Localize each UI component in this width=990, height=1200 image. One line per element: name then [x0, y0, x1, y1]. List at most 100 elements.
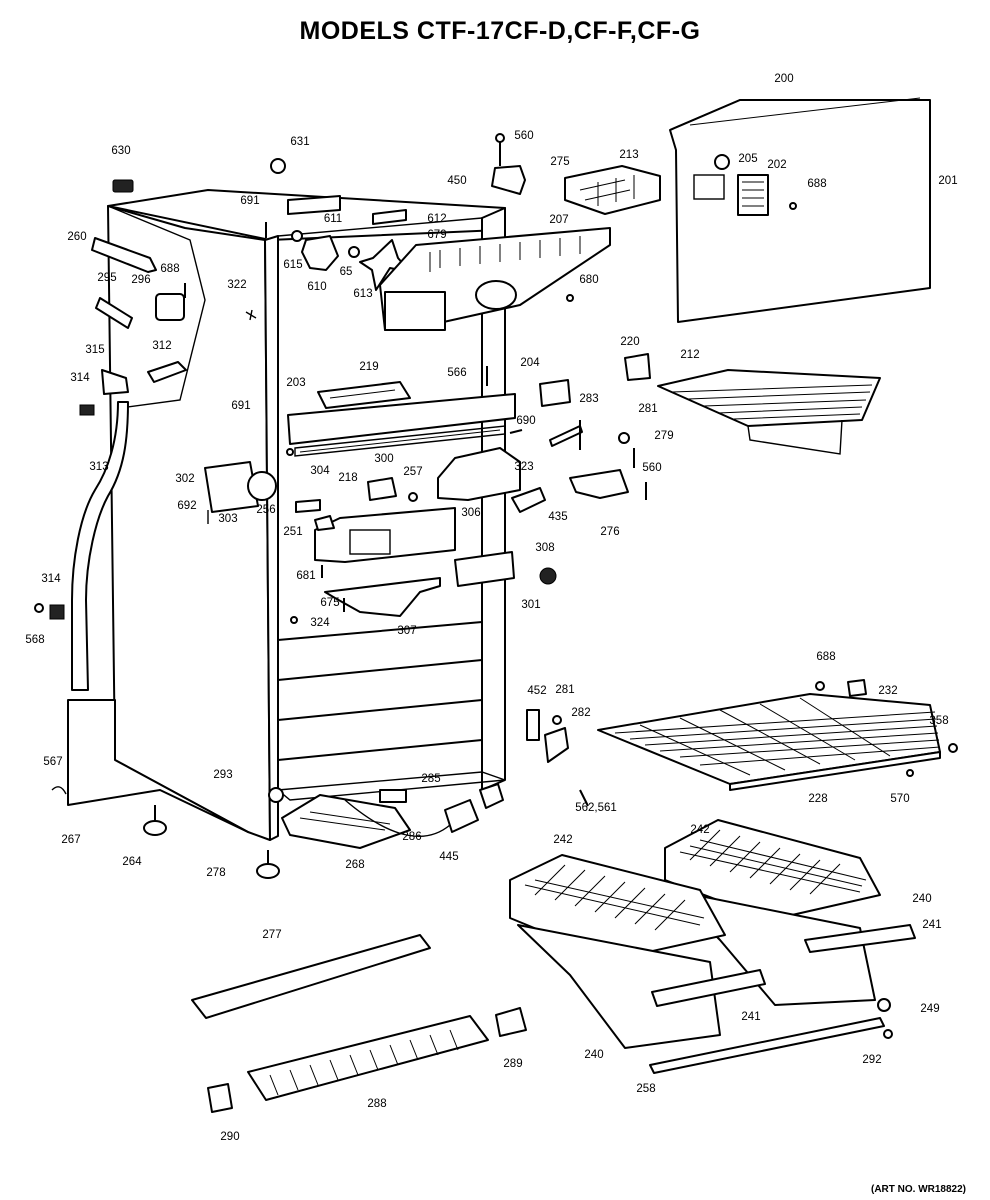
part-callout-282: 282 — [571, 707, 590, 719]
part-callout-300: 300 — [374, 453, 393, 465]
part-callout-240: 240 — [584, 1049, 603, 1061]
part-callout-681: 681 — [296, 570, 315, 582]
part-callout-278: 278 — [206, 867, 225, 879]
part-callout-631: 631 — [290, 136, 309, 148]
part-callout-249: 249 — [920, 1003, 939, 1015]
part-callout-275: 275 — [550, 156, 569, 168]
part-callout-304: 304 — [310, 465, 330, 477]
part-callout-314: 314 — [41, 573, 61, 585]
part-callout-219: 219 — [359, 361, 378, 373]
part-callout-207: 207 — [549, 214, 568, 226]
part-callout-562-561: 562,561 — [575, 802, 617, 814]
part-callout-435: 435 — [548, 511, 567, 523]
part-callout-358: 358 — [929, 715, 948, 727]
part-callout-615: 615 — [283, 259, 302, 271]
part-callout-241: 241 — [922, 919, 941, 931]
part-callout-679: 679 — [427, 229, 446, 241]
part-callout-232: 232 — [878, 685, 897, 697]
part-callout-260: 260 — [67, 231, 86, 243]
part-callout-267: 267 — [61, 834, 80, 846]
part-callout-220: 220 — [620, 336, 639, 348]
part-callout-242: 242 — [690, 824, 709, 836]
part-callout-200: 200 — [774, 73, 793, 85]
part-callout-281: 281 — [555, 684, 574, 696]
part-callout-314: 314 — [70, 372, 90, 384]
freezer-components — [204, 133, 661, 624]
part-callout-257: 257 — [403, 466, 422, 478]
part-callout-301: 301 — [521, 599, 540, 611]
part-callout-445: 445 — [439, 851, 458, 863]
part-callout-567: 567 — [43, 756, 62, 768]
part-callout-308: 308 — [535, 542, 554, 554]
part-callout-675: 675 — [320, 597, 339, 609]
part-callout-688: 688 — [160, 263, 179, 275]
part-callout-242: 242 — [553, 834, 572, 846]
part-callout-258: 258 — [636, 1083, 655, 1095]
part-callout-286: 286 — [402, 831, 421, 843]
part-callout-303: 303 — [218, 513, 237, 525]
part-callout-283: 283 — [579, 393, 598, 405]
part-callout-213: 213 — [619, 149, 638, 161]
freezer-shelf — [657, 369, 881, 455]
left-side-parts — [34, 158, 294, 879]
part-callout-630: 630 — [111, 145, 130, 157]
part-callout-611: 611 — [324, 213, 342, 225]
part-callout-691: 691 — [240, 195, 259, 207]
part-callout-228: 228 — [808, 793, 827, 805]
fresh-food-shelf — [526, 679, 958, 807]
part-callout-202: 202 — [767, 159, 786, 171]
part-callout-268: 268 — [345, 859, 364, 871]
part-callout-322: 322 — [227, 279, 246, 291]
part-callout-204: 204 — [520, 357, 540, 369]
part-callout-323: 323 — [514, 461, 533, 473]
crisper-drawers — [509, 819, 916, 1074]
part-callout-568: 568 — [25, 634, 44, 646]
rear-panel — [669, 97, 931, 323]
cabinet-illustration — [67, 189, 506, 841]
part-callout-289: 289 — [503, 1058, 522, 1070]
part-callout-218: 218 — [338, 472, 357, 484]
part-callout-296: 296 — [131, 274, 150, 286]
part-callout-452: 452 — [527, 685, 546, 697]
part-callout-203: 203 — [286, 377, 305, 389]
part-callout-690: 690 — [516, 415, 535, 427]
part-callout-292: 292 — [862, 1054, 881, 1066]
part-callout-201: 201 — [938, 175, 957, 187]
part-callout-256: 256 — [256, 504, 275, 516]
part-callout-212: 212 — [680, 349, 699, 361]
part-callout-293: 293 — [213, 769, 232, 781]
part-callout-450: 450 — [447, 175, 466, 187]
part-callout-240: 240 — [912, 893, 931, 905]
part-callout-613: 613 — [353, 288, 372, 300]
art-number: (ART NO. WR18822) — [871, 1184, 966, 1195]
callout-labels: 200 201 202 205 688 213 560 275 450 631 630 691 611 6… — [25, 73, 957, 1143]
part-callout-307: 307 — [397, 625, 416, 637]
part-callout-295: 295 — [97, 272, 116, 284]
part-callout-324: 324 — [310, 617, 330, 629]
part-callout-285: 285 — [421, 773, 440, 785]
part-callout-277: 277 — [262, 929, 281, 941]
part-callout-688: 688 — [816, 651, 835, 663]
part-callout-312: 312 — [152, 340, 171, 352]
part-callout-313: 313 — [89, 461, 108, 473]
part-callout-691: 691 — [231, 400, 250, 412]
part-callout-570: 570 — [890, 793, 909, 805]
part-callout-560: 560 — [514, 130, 533, 142]
part-callout-241: 241 — [741, 1011, 760, 1023]
part-callout-264: 264 — [122, 856, 142, 868]
part-callout-306: 306 — [461, 507, 480, 519]
part-callout-610: 610 — [307, 281, 326, 293]
part-callout-566: 566 — [447, 367, 466, 379]
part-callout-205: 205 — [738, 153, 757, 165]
part-callout-65: 65 — [340, 266, 353, 278]
part-callout-612: 612 — [427, 213, 446, 225]
part-callout-251: 251 — [283, 526, 302, 538]
part-callout-692: 692 — [177, 500, 196, 512]
part-callout-680: 680 — [579, 274, 598, 286]
part-callout-315: 315 — [85, 344, 104, 356]
part-callout-276: 276 — [600, 526, 619, 538]
part-callout-688: 688 — [807, 178, 826, 190]
part-callout-279: 279 — [654, 430, 673, 442]
part-callout-302: 302 — [175, 473, 194, 485]
